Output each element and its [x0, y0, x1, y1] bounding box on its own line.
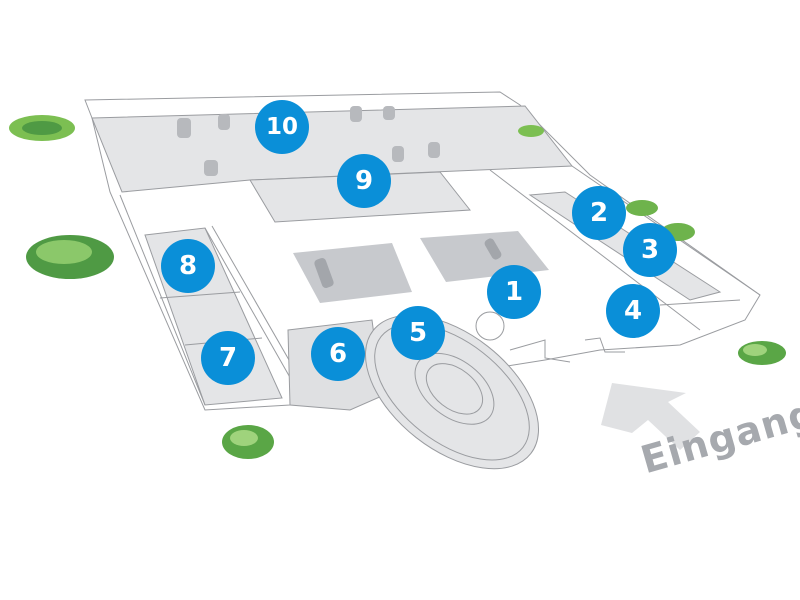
marker-5[interactable]: 5 [391, 306, 445, 360]
courtyard-parking-1 [293, 243, 412, 303]
marker-1[interactable]: 1 [487, 265, 541, 319]
marker-7[interactable]: 7 [201, 331, 255, 385]
marker-6[interactable]: 6 [311, 327, 365, 381]
spiral-staircase [475, 311, 505, 341]
tree-icon [626, 200, 658, 216]
marker-8[interactable]: 8 [161, 239, 215, 293]
marker-2[interactable]: 2 [572, 186, 626, 240]
marker-9[interactable]: 9 [337, 154, 391, 208]
marker-3[interactable]: 3 [623, 223, 677, 277]
marker-4[interactable]: 4 [606, 284, 660, 338]
entrance-arrow-icon [601, 383, 700, 450]
marker-10[interactable]: 10 [255, 100, 309, 154]
tree-icon [518, 125, 544, 137]
